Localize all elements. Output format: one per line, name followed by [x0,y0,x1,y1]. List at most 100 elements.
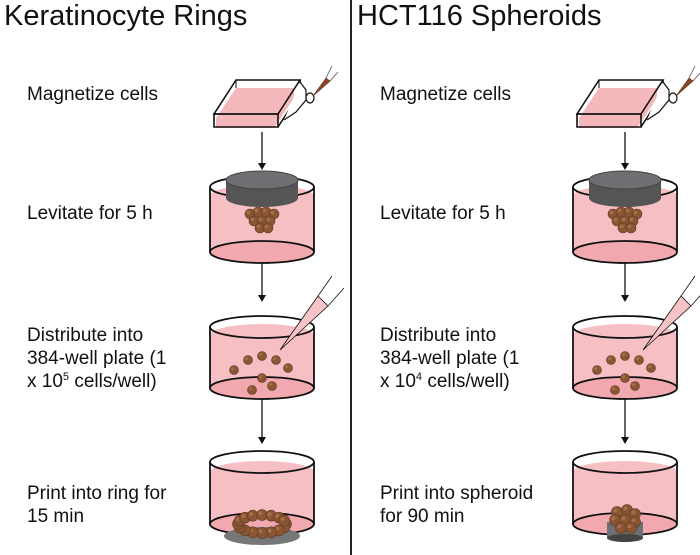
panel-hct116-spheroids: HCT116 Spheroids Magnetize cells Levitat… [353,0,700,555]
panel-title: Keratinocyte Rings [4,0,248,32]
culture-flask-icon [575,65,700,128]
step-distribute: Distribute into 384-well plate (1 x 104 … [380,324,519,393]
cell-highlight [608,357,612,361]
arrow-head-icon [258,437,266,444]
workflow-illustration [572,65,700,542]
cell-highlight [632,383,636,387]
cell-highlight [258,511,263,516]
step-text: x 105 cells/well) [27,370,166,393]
cell-cluster-icon [607,206,643,234]
cell [615,522,627,534]
cell-highlight [246,210,251,215]
cell-highlight [617,208,622,213]
cell-highlight [625,208,630,213]
cell [229,365,239,375]
flask-cap [305,92,315,104]
pipette-line [325,65,333,79]
pipette-line [327,287,345,307]
cell-highlight [262,208,267,213]
cell-highlight [241,514,246,518]
cell [283,363,293,373]
cell [634,355,644,365]
cell [646,363,656,373]
pipette-line [317,275,333,297]
cell-highlight [258,529,263,534]
well-bottom-media [210,377,314,399]
magnet-icon [588,170,662,207]
flask-media [216,88,294,128]
pipette-line [329,71,339,82]
pipette-line [690,295,700,307]
pipette-line [692,72,700,82]
cell-highlight [264,224,269,229]
cell-highlight [285,365,289,369]
cell-highlight [612,387,616,391]
cell-highlight [631,510,636,515]
cell-highlight [280,516,285,521]
cell [606,355,616,365]
cell-highlight [256,224,261,229]
cell [592,365,602,375]
panel-divider [350,0,352,555]
step-text: 384-well plate (1 [27,348,167,369]
pipette-icon [642,275,700,351]
step-distribute: Distribute into 384-well plate (1 x 105 … [27,324,166,393]
step-levitate: Levitate for 5 h [380,202,506,225]
cell-highlight [611,516,616,521]
well-bottom-media [210,241,314,263]
cell-highlight [617,524,622,529]
cell [243,355,253,365]
step-text: 384-well plate (1 [380,348,520,369]
cell [620,351,630,361]
cell-highlight [633,210,638,215]
cell-highlight [636,357,640,361]
step-text: Magnetize cells [27,84,158,105]
flask-cap [668,92,678,104]
panel-keratinocyte-rings: Keratinocyte Rings Magnetize cells Levit… [4,0,345,545]
workflow-illustration [209,65,345,545]
step-text: Print into ring for [27,483,167,504]
cell-highlight [613,508,618,513]
cell [630,381,640,391]
step-text-pre: x 10 [380,371,416,392]
step-text: 15 min [27,506,85,527]
cell [278,514,290,527]
cell-highlight [259,353,263,357]
cell-highlight [627,524,632,529]
well-bottom-media [573,377,677,399]
arrow-head-icon [258,295,266,302]
step-magnetize: Magnetize cells [27,83,158,106]
cell-highlight [267,528,272,533]
cell-highlight [631,518,636,523]
cell-highlight [266,217,271,222]
step-text: for 90 min [380,506,465,527]
cell-highlight [273,357,277,361]
step-text: Levitate for 5 h [27,203,153,224]
cell [257,373,267,383]
exponent: 5 [62,371,70,383]
cell-highlight [627,224,632,229]
cell-highlight [648,365,652,369]
cell-highlight [258,217,263,222]
cell [267,381,277,391]
cell-highlight [622,353,626,357]
cell-highlight [622,375,626,379]
cell [610,385,620,395]
pipette-line [680,275,696,297]
well-bottom-media [573,241,677,263]
step-magnetize: Magnetize cells [380,83,511,106]
cell-highlight [629,217,634,222]
arrow-head-icon [621,163,629,170]
pipette-tip [312,77,331,97]
cell-highlight [236,516,241,521]
magnet-icon [225,170,299,207]
print-well-icon [209,450,315,536]
cell-highlight [250,217,255,222]
cell [247,385,257,395]
magnet-top [225,170,299,190]
pipette-tip [642,295,692,351]
cell-highlight [275,514,280,518]
culture-flask-icon [212,65,339,128]
magnet-top [588,170,662,190]
magnet-pin-base [607,534,643,542]
